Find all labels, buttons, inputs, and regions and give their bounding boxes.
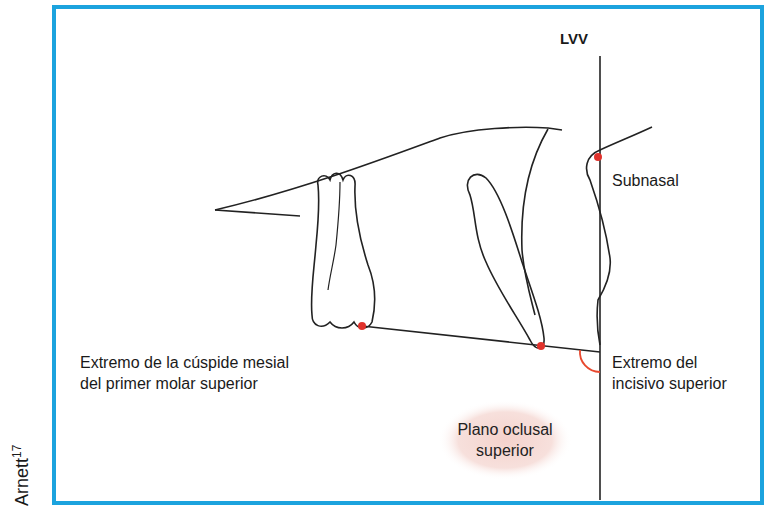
alveolar-outline [522,129,548,315]
citation: Arnett17 [6,445,33,506]
upper-incisor [467,174,544,348]
incisor-tip-point [537,342,545,350]
point-label: Extremo del incisivo superior [612,352,744,394]
soft-tissue-profile [587,127,652,345]
occlusal-plane-line [362,326,600,352]
blob-shape [438,400,572,480]
term-text: Plano oclusal superior [452,419,558,461]
subnasal-point [594,153,602,161]
palate-outline [215,210,300,216]
occlusal-angle-arc [580,350,600,372]
axis-label: LVV [560,28,620,49]
upper-first-molar [311,173,374,328]
point-label: Extremo de la cúspide mesial del primer … [80,352,302,394]
molar-root-detail [328,182,340,290]
frame-border [54,7,762,503]
term-blob: Plano oclusal superior [438,400,572,480]
source-label: Arnett [12,458,32,506]
point-label: Subnasal [612,170,732,191]
blob-fill [438,400,572,480]
molar-cusp-point [358,322,366,330]
maxilla-outline [215,127,562,210]
true-vertical-line [599,56,601,500]
reference-number: 17 [10,445,24,458]
